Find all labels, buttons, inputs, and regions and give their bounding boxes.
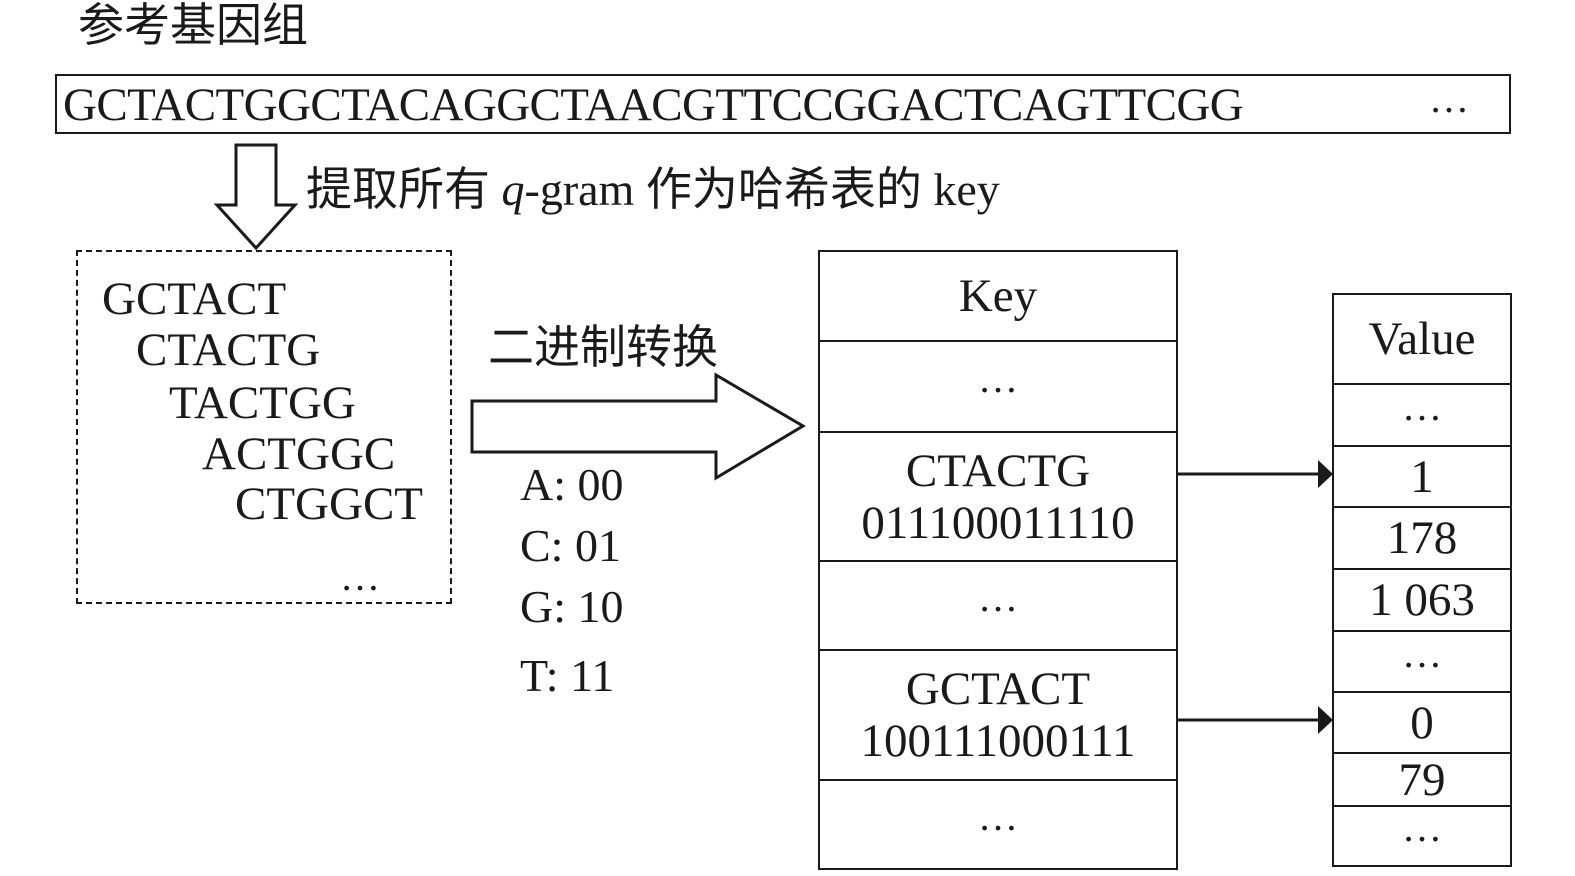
key-row: GCTACT 100111000111	[820, 649, 1176, 779]
value-cell: …	[1402, 805, 1442, 850]
value-row: 178	[1334, 506, 1510, 568]
qgram-item: TACTGG	[169, 377, 356, 429]
value-header-label: Value	[1368, 313, 1476, 365]
value-cell: 0	[1410, 696, 1434, 749]
value-cell: 79	[1398, 753, 1446, 806]
encoding-a: A: 00	[520, 459, 624, 510]
extract-label-suffix: -gram 作为哈希表的 key	[524, 164, 1000, 215]
value-row: 79	[1334, 752, 1510, 806]
key-row-bits: 100111000111	[860, 715, 1136, 767]
key-row-sequence: CTACTG	[905, 444, 1091, 497]
key-row-sequence: GCTACT	[905, 663, 1091, 715]
value-table-header: Value	[1334, 295, 1510, 383]
key-row-ellipsis: …	[978, 793, 1018, 839]
binary-conversion-label: 二进制转换	[488, 322, 718, 373]
pointer-arrowhead-ctactg	[1318, 460, 1333, 488]
value-cell: 178	[1386, 512, 1458, 564]
encoding-t: T: 11	[520, 650, 615, 701]
qgram-list-box: GCTACT CTACTG TACTGG ACTGGC CTGGCT …	[76, 250, 452, 604]
key-row-ellipsis: …	[978, 574, 1018, 620]
key-table: Key … CTACTG 011100011110 … GCTACT 10011…	[818, 250, 1178, 870]
qgram-ellipsis: …	[340, 554, 380, 599]
extract-label-prefix: 提取所有	[306, 164, 502, 215]
extract-qgram-label: 提取所有 q-gram 作为哈希表的 key	[306, 160, 1000, 220]
key-row-ellipsis: …	[978, 355, 1018, 401]
qgram-item: CTACTG	[136, 324, 321, 376]
qgram-item: CTGGCT	[235, 478, 423, 530]
extract-down-arrow	[213, 143, 299, 251]
value-cell: …	[1402, 384, 1442, 429]
reference-genome-title: 参考基因组	[78, 0, 308, 51]
encoding-g: G: 10	[520, 581, 624, 632]
genome-ellipsis: …	[1429, 76, 1469, 121]
value-table: Value … 1 178 1 063 … 0 79 …	[1332, 293, 1512, 867]
value-cell: 1	[1410, 450, 1434, 503]
value-cell: 1 063	[1369, 574, 1475, 626]
key-row: CTACTG 011100011110	[820, 431, 1176, 560]
value-row: …	[1334, 630, 1510, 691]
value-row: 1 063	[1334, 568, 1510, 630]
key-table-header: Key	[820, 252, 1176, 340]
key-header-label: Key	[958, 270, 1038, 322]
genome-sequence: GCTACTGGCTACAGGCTAACGTTCCGGACTCAGTTCGG	[63, 79, 1244, 131]
value-row: …	[1334, 383, 1510, 445]
key-row: …	[820, 779, 1176, 868]
key-row: …	[820, 340, 1176, 431]
key-row-bits: 011100011110	[861, 496, 1135, 549]
qgram-item: GCTACT	[102, 273, 287, 325]
value-row: 1	[1334, 445, 1510, 506]
encoding-c: C: 01	[520, 520, 621, 571]
value-row: …	[1334, 805, 1510, 865]
genome-sequence-box: GCTACTGGCTACAGGCTAACGTTCCGGACTCAGTTCGG …	[55, 74, 1511, 134]
pointer-arrowhead-gctact	[1318, 706, 1333, 734]
key-row: …	[820, 560, 1176, 649]
qgram-item: ACTGGC	[202, 428, 396, 480]
value-cell: …	[1402, 630, 1442, 676]
binary-conversion-arrow	[470, 372, 806, 481]
value-row: 0	[1334, 691, 1510, 752]
extract-label-q: q	[501, 164, 525, 215]
